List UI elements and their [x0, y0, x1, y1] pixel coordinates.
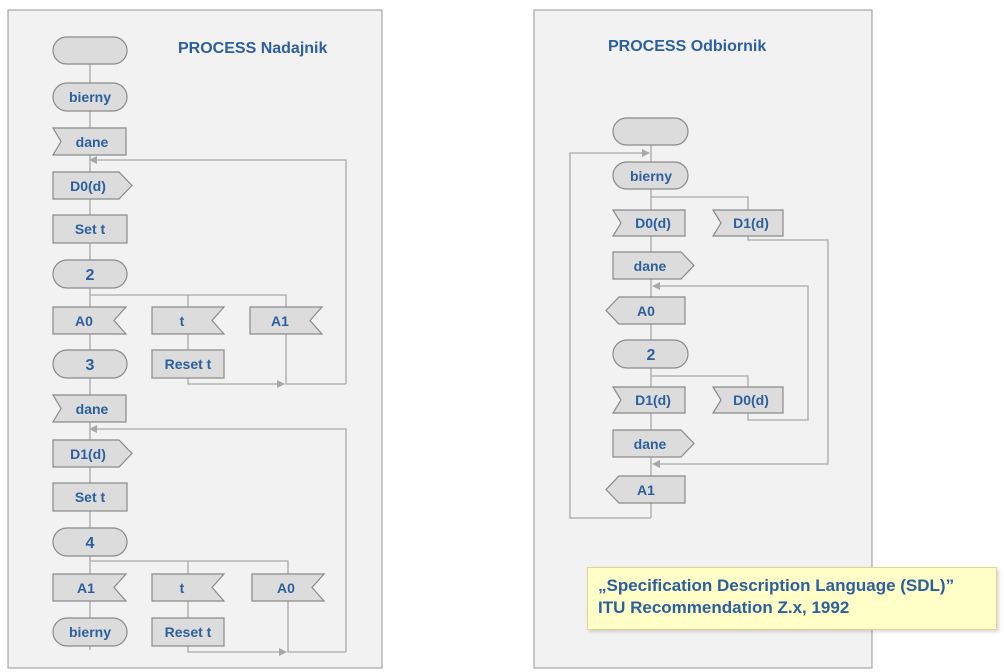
- right-input-d0-b-label: D0(d): [733, 392, 769, 408]
- right-output-dane-2-label: dane: [634, 436, 667, 452]
- left-state-bierny: [52, 82, 128, 112]
- left-input-dane-1-label: dane: [76, 134, 109, 150]
- left-state-4-label: 4: [86, 535, 95, 552]
- right-output-dane-1-label: dane: [634, 258, 667, 274]
- left-task-set-t-2: [52, 482, 128, 512]
- right-input-d1: [711, 209, 784, 237]
- right-state-bierny: [612, 161, 689, 190]
- right-input-d1-label: D1(d): [733, 215, 769, 231]
- left-state-2: [52, 259, 128, 289]
- right-input-d0-label: D0(d): [635, 215, 671, 231]
- left-state-3: [52, 349, 128, 379]
- right-input-d1-b-label: D1(d): [635, 392, 671, 408]
- process-nadajnik-panel: PROCESS Nadajnik bierny dane: [7, 9, 383, 669]
- left-task-set-t-1: [52, 214, 128, 244]
- left-input-a0-2-label: A0: [277, 580, 295, 596]
- left-input-a1-2-label: A1: [77, 580, 95, 596]
- right-output-a1-label: A1: [637, 482, 655, 498]
- left-state-4: [52, 527, 128, 557]
- left-start-symbol: [52, 36, 128, 65]
- left-output-d0-label: D0(d): [70, 178, 106, 194]
- left-input-dane-1: [51, 127, 127, 156]
- left-task-set-t-1-label: Set t: [75, 221, 106, 237]
- left-input-a0-2: [251, 573, 326, 602]
- left-input-t-1: [151, 306, 226, 335]
- left-input-t-1-label: t: [180, 313, 185, 329]
- left-input-a0-1: [52, 306, 128, 335]
- note-line-1: „Specification Description Language (SDL…: [598, 576, 955, 595]
- right-state-2: [612, 339, 689, 369]
- process-nadajnik-title: PROCESS Nadajnik: [178, 40, 327, 57]
- left-state-3-label: 3: [86, 357, 95, 374]
- note-line-2: ITU Recommendation Z.x, 1992: [598, 598, 850, 617]
- left-state-2-label: 2: [86, 267, 95, 284]
- left-task-set-t-2-label: Set t: [75, 489, 106, 505]
- right-input-d0-b: [711, 386, 784, 414]
- left-input-a1-1: [249, 306, 324, 335]
- left-task-reset-t-1-label: Reset t: [165, 356, 212, 372]
- right-input-d1-b: [611, 386, 686, 414]
- right-input-d0: [611, 209, 686, 237]
- left-input-t-2-label: t: [180, 580, 185, 596]
- left-input-a0-1-label: A0: [75, 313, 93, 329]
- right-output-dane-2: [612, 429, 695, 458]
- left-output-d1: [52, 439, 133, 468]
- left-task-reset-t-1: [151, 349, 225, 379]
- process-odbiornik-title: PROCESS Odbiornik: [608, 38, 766, 55]
- right-output-a1: [605, 475, 686, 504]
- left-input-t-2: [151, 573, 226, 602]
- right-output-dane-1: [612, 251, 695, 280]
- left-task-reset-t-2-label: Reset t: [165, 624, 212, 640]
- process-odbiornik-panel: PROCESS Odbiornik bierny D0(d) D1(d) dan…: [533, 9, 873, 669]
- right-state-bierny-label: bierny: [630, 168, 672, 184]
- left-state-bierny-label: bierny: [69, 89, 111, 105]
- left-input-a1-2: [52, 573, 128, 602]
- left-output-d1-label: D1(d): [70, 446, 106, 462]
- left-task-reset-t-2: [151, 617, 225, 647]
- left-state-bierny-end: [52, 617, 128, 647]
- left-input-dane-2: [51, 394, 127, 423]
- right-output-a0-label: A0: [637, 303, 655, 319]
- left-input-dane-2-label: dane: [76, 401, 109, 417]
- right-state-2-label: 2: [647, 347, 656, 364]
- left-input-a1-1-label: A1: [271, 313, 289, 329]
- left-state-bierny-end-label: bierny: [69, 624, 111, 640]
- right-output-a0: [605, 296, 686, 325]
- right-start-symbol: [612, 117, 689, 146]
- left-output-d0: [52, 171, 133, 200]
- sdl-reference-note: „Specification Description Language (SDL…: [587, 567, 997, 630]
